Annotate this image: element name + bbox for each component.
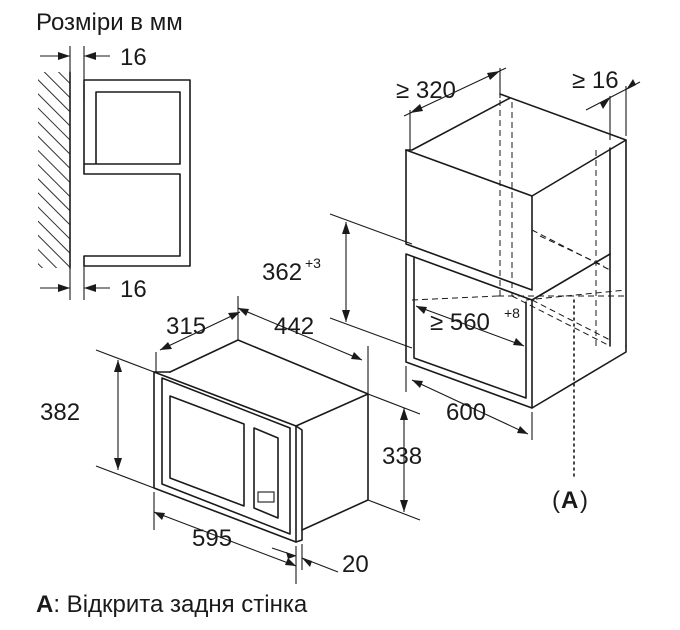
microwave-appliance: 315 442 382 338 595 20 xyxy=(40,296,422,584)
body-width-label: 442 xyxy=(274,313,314,340)
cabinet-profile xyxy=(83,79,191,267)
niche-height-tolerance: +3 xyxy=(305,255,321,271)
body-height-label: 338 xyxy=(382,443,422,470)
body-width-dim-line xyxy=(237,307,363,361)
display-icon xyxy=(257,491,275,503)
niche-height-label: 362 xyxy=(262,259,302,286)
legend-text: : Відкрита задня стінка xyxy=(53,591,308,618)
door-window xyxy=(169,395,245,507)
upper-box-front xyxy=(405,149,533,291)
niche-width-dim-line xyxy=(415,305,525,347)
callout-letter: A xyxy=(561,487,578,514)
frame-thickness-label: 20 xyxy=(342,551,369,578)
frame-depth-label: 315 xyxy=(166,313,206,340)
cabinet-niche: ≥ 320 ≥ 16 362 +3 ≥ 560 +8 600 ( A ) xyxy=(262,67,641,514)
wall-hatching xyxy=(38,72,70,268)
niche-width-tolerance: +8 xyxy=(504,305,520,321)
frame-height-label: 382 xyxy=(40,399,80,426)
callout-paren-open: ( xyxy=(552,487,560,514)
depth-min-label: ≥ 320 xyxy=(396,77,456,104)
gap-bottom-label: 16 xyxy=(120,276,147,303)
legend-line: A: Відкрита задня стінка xyxy=(36,591,308,618)
callout-paren-close: ) xyxy=(580,487,588,514)
gap-top-label: 16 xyxy=(120,44,147,71)
niche-depth-dim-line xyxy=(411,379,529,435)
side-section-detail: 16 16 xyxy=(38,44,191,303)
diagram-title: Розміри в мм xyxy=(36,9,183,36)
niche-width-label: ≥ 560 xyxy=(430,309,490,336)
frame-width-label: 595 xyxy=(192,525,232,552)
upper-box-top xyxy=(405,93,627,197)
niche-depth-label: 600 xyxy=(446,399,486,426)
control-panel xyxy=(253,427,279,519)
legend: A: Відкрита задня стінка xyxy=(36,591,308,618)
frame-depth-dim-line xyxy=(159,311,241,351)
legend-key: A xyxy=(36,591,53,618)
side-min-label: ≥ 16 xyxy=(572,67,619,94)
frame-width-dim-line xyxy=(153,511,297,567)
